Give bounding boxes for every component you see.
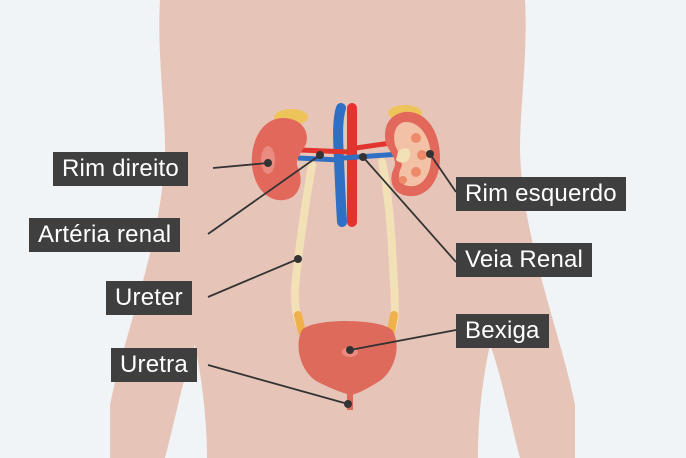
dot-arteria-renal bbox=[316, 151, 324, 159]
vena-cava bbox=[333, 103, 347, 227]
label-uretra: Uretra bbox=[111, 348, 197, 382]
leader-arteria-renal bbox=[207, 154, 321, 235]
ureter-bladder-junction-left bbox=[387, 311, 398, 336]
renal-pyramid-3 bbox=[411, 167, 421, 177]
leader-veia-renal bbox=[362, 156, 457, 263]
leader-ureter bbox=[207, 258, 299, 298]
dot-ureter bbox=[294, 255, 302, 263]
renal-pyramid-4 bbox=[399, 176, 407, 184]
label-rim-esquerdo: Rim esquerdo bbox=[456, 177, 626, 211]
right-renal-vein bbox=[297, 155, 341, 163]
left-kidney-cortex bbox=[394, 121, 431, 187]
label-arteria-renal: Artéria renal bbox=[29, 218, 181, 252]
right-renal-artery bbox=[299, 147, 351, 155]
renal-pelvis bbox=[396, 148, 411, 163]
dot-uretra bbox=[344, 400, 352, 408]
ureter-bladder-junction-right bbox=[294, 311, 306, 336]
right-kidney bbox=[251, 118, 307, 201]
leader-bexiga bbox=[349, 329, 457, 351]
label-rim-direito: Rim direito bbox=[53, 152, 188, 186]
leader-uretra bbox=[207, 364, 349, 405]
leader-rim-direito bbox=[212, 162, 269, 169]
renal-pyramid-1 bbox=[411, 133, 421, 143]
label-veia-renal: Veia Renal bbox=[456, 243, 593, 277]
label-ureter: Ureter bbox=[106, 281, 192, 315]
dot-rim-esquerdo bbox=[426, 150, 434, 158]
bladder bbox=[298, 321, 397, 395]
left-renal-vein bbox=[342, 151, 401, 161]
leader-rim-esquerdo bbox=[429, 153, 457, 193]
dot-bexiga bbox=[346, 346, 354, 354]
dot-rim-direito bbox=[264, 159, 272, 167]
dot-veia-renal bbox=[359, 153, 367, 161]
label-bexiga: Bexiga bbox=[456, 314, 549, 348]
renal-pyramid-2 bbox=[417, 150, 427, 160]
